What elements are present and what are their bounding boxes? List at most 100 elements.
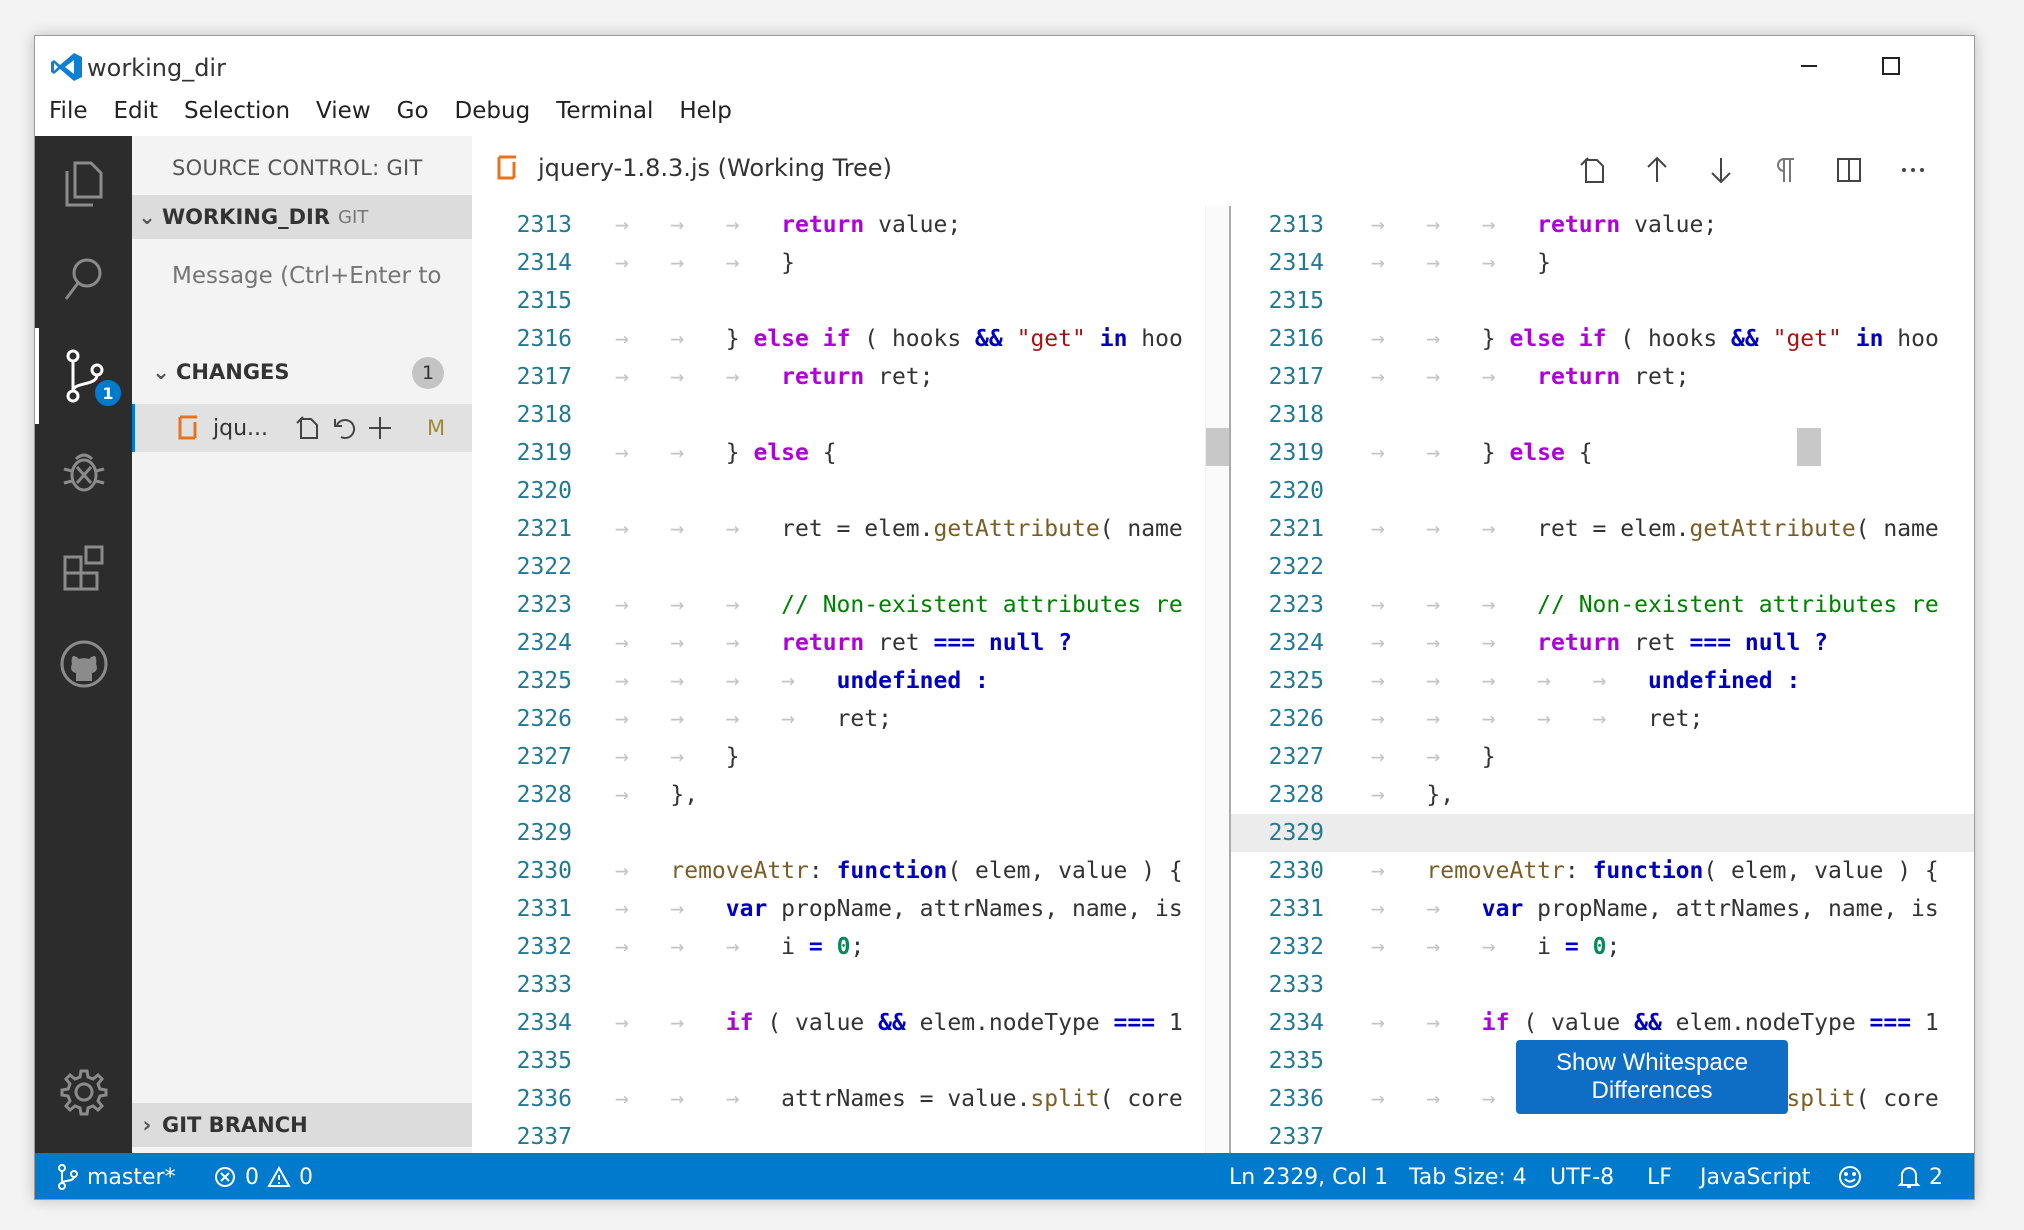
- activity-extensions[interactable]: [35, 520, 132, 616]
- explorer-icon: [65, 161, 102, 207]
- code-line: → → → return value;: [1371, 212, 1718, 238]
- minimize-button[interactable]: [1779, 44, 1839, 88]
- menu-terminal[interactable]: Terminal: [556, 98, 654, 124]
- diff-modified-pane[interactable]: 2313→ → → return value; 2314→ → → } 2315…: [1229, 206, 1974, 1153]
- open-file-button[interactable]: [293, 413, 323, 443]
- end-of-line[interactable]: LF: [1647, 1153, 1672, 1199]
- line-number: 2328: [516, 782, 572, 808]
- activity-bar: 1: [35, 136, 132, 1153]
- scroll-thumb[interactable]: [1206, 428, 1229, 466]
- cursor-position-label: Ln 2329, Col 1: [1229, 1164, 1389, 1190]
- line-number: 2337: [1268, 1124, 1324, 1150]
- feedback-button[interactable]: [1837, 1153, 1863, 1199]
- change-item[interactable]: jqu... M: [132, 404, 472, 452]
- html-file-icon: [178, 415, 197, 440]
- code-line: → → → }: [1371, 250, 1552, 276]
- split-editor-button[interactable]: [1826, 150, 1872, 190]
- line-number: 2329: [1268, 820, 1324, 846]
- encoding[interactable]: UTF-8: [1550, 1153, 1614, 1199]
- line-number: 2313: [516, 212, 572, 238]
- github-icon: [60, 640, 107, 688]
- diff-original-pane[interactable]: 2313→ → → return value; 2314→ → → } 2315…: [472, 206, 1229, 1153]
- show-whitespace-differences-button[interactable]: Show Whitespace Differences: [1516, 1040, 1788, 1114]
- activity-source-control[interactable]: 1: [35, 328, 132, 424]
- html-file-icon: [497, 155, 516, 180]
- repo-provider: GIT: [338, 206, 369, 228]
- line-number: 2334: [1268, 1010, 1324, 1036]
- activity-explorer[interactable]: [35, 136, 132, 232]
- menu-view[interactable]: View: [316, 98, 371, 124]
- code-line: → → → i = 0;: [1371, 934, 1621, 960]
- maximize-button[interactable]: [1861, 44, 1921, 88]
- menu-help[interactable]: Help: [679, 98, 732, 124]
- discard-changes-button[interactable]: [329, 413, 359, 443]
- tab-size[interactable]: Tab Size: 4: [1409, 1153, 1527, 1199]
- editor-tab[interactable]: jquery-1.8.3.js (Working Tree): [472, 136, 892, 200]
- stage-changes-button[interactable]: [365, 413, 395, 443]
- warning-icon: [267, 1165, 291, 1187]
- line-number: 2319: [1268, 440, 1324, 466]
- changes-label: CHANGES: [176, 360, 290, 384]
- commit-message-input[interactable]: [172, 256, 452, 296]
- open-file-icon: [296, 416, 318, 439]
- error-count: 0: [245, 1164, 259, 1190]
- repo-header[interactable]: ⌄ WORKING_DIR GIT: [132, 195, 472, 239]
- notifications-button[interactable]: 2: [1897, 1153, 1943, 1199]
- line-number: 2315: [1268, 288, 1324, 314]
- activity-settings[interactable]: [35, 1044, 132, 1140]
- code-line: → removeAttr: function( elem, value ) {: [615, 858, 1183, 884]
- code-line: → },: [1371, 782, 1455, 808]
- right-scrollbar[interactable]: [1797, 206, 1821, 1153]
- line-number: 2315: [516, 288, 572, 314]
- changes-header[interactable]: ⌄ CHANGES 1: [132, 350, 472, 394]
- activity-search[interactable]: [35, 232, 132, 328]
- open-file-button[interactable]: [1570, 150, 1616, 190]
- sidebar: SOURCE CONTROL: GIT ⌄ WORKING_DIR GIT ⌄ …: [132, 136, 472, 1153]
- code-line: → → → ret = elem.getAttribute( name: [615, 516, 1183, 542]
- code-line: → → → // Non-existent attributes re: [615, 592, 1183, 618]
- code-line: → → var propName, attrNames, name, is: [615, 896, 1183, 922]
- branch-indicator[interactable]: master*: [57, 1153, 176, 1199]
- line-number: 2316: [1268, 326, 1324, 352]
- code-line: → → → return ret;: [615, 364, 934, 390]
- activity-github[interactable]: [35, 616, 132, 712]
- line-number: 2323: [516, 592, 572, 618]
- minimize-icon: [1801, 65, 1817, 67]
- language-mode[interactable]: JavaScript: [1700, 1153, 1810, 1199]
- line-number: 2326: [1268, 706, 1324, 732]
- menu-file[interactable]: File: [49, 98, 88, 124]
- problems-indicator[interactable]: 0 0: [213, 1153, 313, 1199]
- changes-count-badge: 1: [412, 357, 444, 389]
- error-icon: [215, 1167, 235, 1187]
- close-button[interactable]: [1953, 44, 1974, 88]
- activity-debug[interactable]: [35, 424, 132, 520]
- line-number: 2321: [1268, 516, 1324, 542]
- menu-edit[interactable]: Edit: [113, 98, 159, 124]
- change-file-name: jqu...: [213, 416, 268, 441]
- line-number: 2317: [1268, 364, 1324, 390]
- scroll-thumb[interactable]: [1797, 428, 1821, 466]
- line-number: 2330: [516, 858, 572, 884]
- line-number: 2335: [1268, 1048, 1324, 1074]
- code-line: → → }: [615, 744, 740, 770]
- left-scrollbar[interactable]: [1205, 206, 1229, 1153]
- menu-debug[interactable]: Debug: [454, 98, 531, 124]
- more-actions-button[interactable]: [1890, 150, 1936, 190]
- next-change-button[interactable]: [1698, 150, 1744, 190]
- extensions-icon: [63, 545, 103, 591]
- code-line: → → → return ret === null ?: [615, 630, 1073, 656]
- menu-selection[interactable]: Selection: [184, 98, 291, 124]
- cursor-position[interactable]: Ln 2329, Col 1: [1229, 1153, 1389, 1199]
- git-branch-header[interactable]: › GIT BRANCH: [132, 1103, 472, 1147]
- open-file-icon: [1580, 157, 1604, 183]
- code-line: → → if ( value && elem.nodeType === 1: [615, 1010, 1183, 1036]
- menu-go[interactable]: Go: [396, 98, 429, 124]
- warning-count: 0: [299, 1164, 313, 1190]
- toggle-whitespace-button[interactable]: [1762, 150, 1808, 190]
- line-number: 2332: [516, 934, 572, 960]
- line-number: 2318: [516, 402, 572, 428]
- line-number: 2335: [516, 1048, 572, 1074]
- previous-change-button[interactable]: [1634, 150, 1680, 190]
- code-line: → → }: [1371, 744, 1496, 770]
- code-line: → → → return value;: [615, 212, 962, 238]
